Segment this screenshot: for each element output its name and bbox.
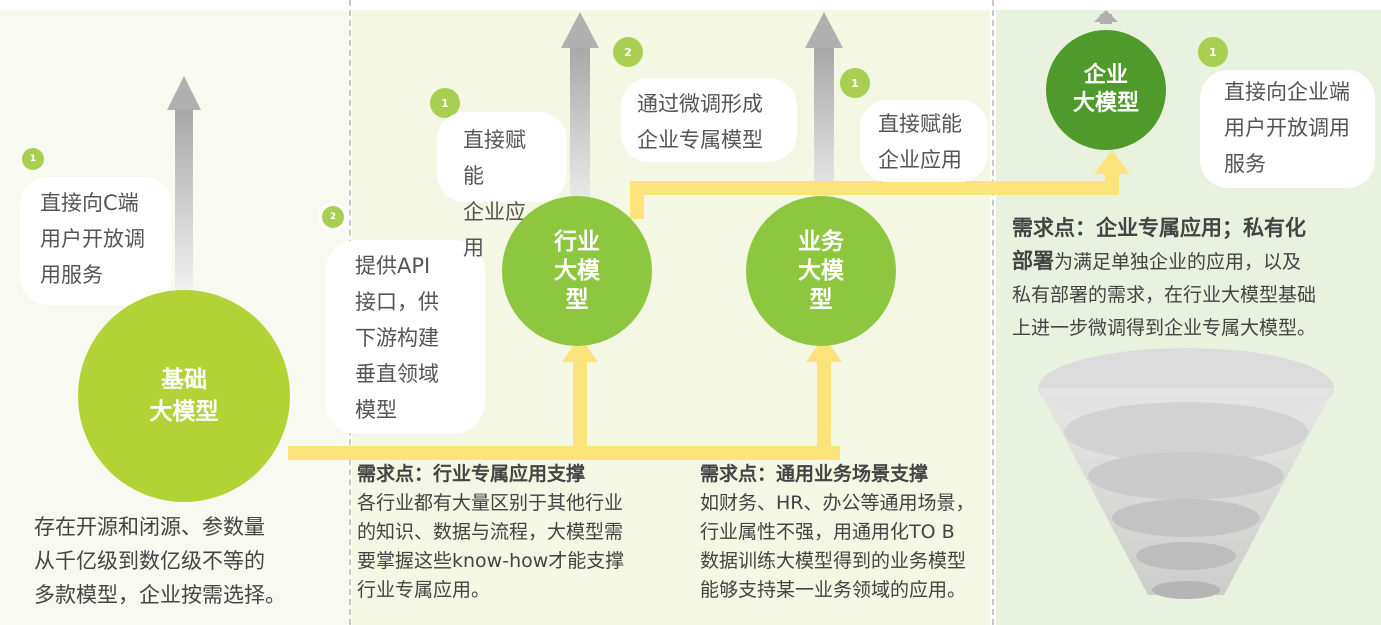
bubble-line: 用户开放调用	[1224, 116, 1350, 140]
step-badge-2: 2	[613, 37, 643, 67]
bubble-line: 企业应用	[878, 148, 962, 172]
desc-line: 行业专属应用。	[357, 579, 491, 601]
desc-line: 部署为满足单独企业的应用，以及	[1012, 245, 1374, 279]
desc-line: 的知识、数据与流程，大模型需	[357, 521, 624, 543]
foundation-model-circle: 基础 大模型	[78, 290, 290, 502]
arrow-business-up	[805, 12, 843, 216]
circle-label: 基础	[161, 367, 207, 393]
desc-line: 如财务、HR、办公等通用场景，	[700, 492, 975, 514]
bubble-line: 通过微调形成	[637, 92, 763, 116]
bubble-line: 企业专属模型	[637, 128, 763, 152]
business-model-circle: 业务 大模 型	[746, 196, 896, 346]
desc-text: 为满足单独企业的应用，以及	[1054, 251, 1302, 273]
desc-line: 从千亿级到数亿级不等的	[34, 549, 265, 573]
bubble-line: 接口，供	[355, 290, 439, 314]
business-needs-block: 需求点：通用业务场景支撑 如财务、HR、办公等通用场景， 行业属性不强，用通用化…	[700, 460, 990, 605]
circle-label: 型	[809, 286, 833, 313]
bubble-line: 垂直领域	[355, 362, 439, 386]
bubble-line: 直接赋能	[878, 112, 962, 136]
bubble-line: 提供API	[355, 254, 431, 278]
desc-line: 数据训练大模型得到的业务模型	[700, 550, 967, 572]
step-badge-1: 1	[840, 68, 870, 98]
bubble-line: 服务	[1224, 152, 1266, 176]
industry-model-circle: 行业 大模 型	[502, 196, 652, 346]
enterprise-needs-heading: 需求点：企业专属应用；私有化	[1012, 216, 1306, 240]
arrow-left-up	[167, 76, 201, 294]
desc-line: 上进一步微调得到企业专属大模型。	[1012, 317, 1317, 339]
desc-line: 各行业都有大量区别于其他行业	[357, 492, 624, 514]
deploy-highlight: 部署	[1012, 249, 1054, 273]
circle-label: 大模	[554, 257, 600, 284]
step-badge-1: 1	[1198, 37, 1228, 67]
circle-label: 大模型	[149, 399, 219, 425]
arrow-enterprise-up	[1094, 10, 1118, 24]
bubble-line: 用服务	[40, 263, 103, 287]
circle-label: 大模型	[1072, 91, 1139, 116]
business-needs-heading: 需求点：通用业务场景支撑	[700, 463, 929, 485]
bubble-line: 直接向企业端	[1224, 80, 1350, 104]
circle-label: 型	[565, 286, 589, 313]
industry-needs-heading: 需求点：行业专属应用支撑	[357, 463, 586, 485]
bubble-line: 直接向C端	[40, 191, 139, 215]
enterprise-needs-block: 需求点：企业专属应用；私有化 部署为满足单独企业的应用，以及 私有部署的需求，在…	[1012, 212, 1374, 345]
bubble-line: 直接赋能	[463, 128, 526, 188]
circle-label: 业务	[798, 228, 844, 255]
bubble-line: 下游构建	[355, 326, 439, 350]
connector-industry-to-enterprise	[630, 150, 1130, 219]
desc-line: 多款模型，企业按需选择。	[34, 583, 286, 607]
connector-base-to-middle	[288, 336, 842, 460]
foundation-description: 存在开源和闭源、参数量 从千亿级到数亿级不等的 多款模型，企业按需选择。	[34, 510, 286, 612]
arrow-industry-up	[561, 12, 599, 216]
enterprise-model-circle: 企业 大模型	[1046, 30, 1166, 150]
industry-needs-block: 需求点：行业专属应用支撑 各行业都有大量区别于其他行业 的知识、数据与流程，大模…	[357, 460, 692, 605]
industry-direct-bubble: 直接赋能 企业应用	[437, 112, 567, 260]
step-badge-1: 1	[22, 148, 44, 170]
circle-label: 大模	[798, 257, 844, 284]
circle-label: 企业	[1083, 63, 1128, 88]
business-direct-bubble: 直接赋能 企业应用	[860, 100, 988, 182]
bubble-line: 企业应用	[463, 200, 526, 260]
bubble-line: 用户开放调	[40, 227, 145, 251]
desc-line: 存在开源和闭源、参数量	[34, 515, 265, 539]
desc-line: 能够支持某一业务领域的应用。	[700, 579, 967, 601]
divider-right	[992, 0, 994, 625]
desc-line: 要掌握这些know-how才能支撑	[357, 550, 625, 572]
step-badge-2: 2	[322, 206, 344, 228]
circle-label: 行业	[554, 228, 600, 255]
desc-line: 行业属性不强，用通用化TO B	[700, 521, 955, 543]
direct-c-end-bubble: 直接向C端 用户开放调 用服务	[20, 177, 172, 305]
api-bubble: 提供API 接口，供 下游构建 垂直领域 模型	[325, 240, 485, 434]
desc-line: 私有部署的需求，在行业大模型基础	[1012, 284, 1317, 306]
funnel-graphic	[1038, 348, 1334, 599]
finetune-bubble: 通过微调形成 企业专属模型	[621, 78, 797, 162]
bubble-line: 模型	[355, 398, 397, 422]
enterprise-direct-bubble: 直接向企业端 用户开放调用 服务	[1200, 70, 1375, 188]
